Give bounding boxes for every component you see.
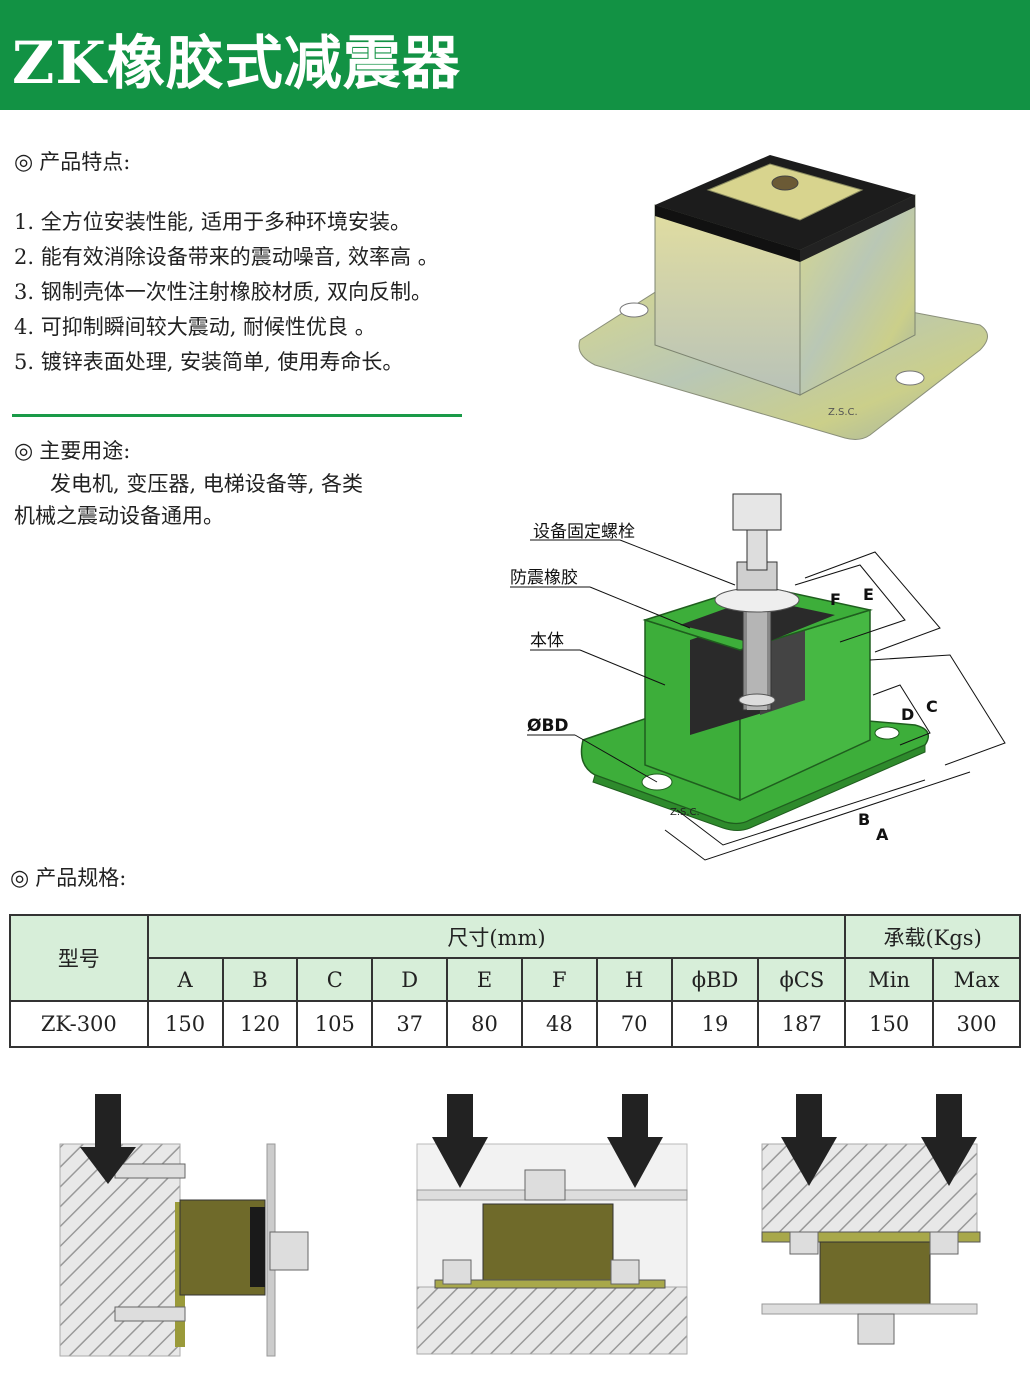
product-photo: Z.S.C. [578,155,988,440]
cell-h: 70 [595,1000,673,1048]
double-circle-icon: ◎ [10,866,30,891]
cell-min: 150 [844,1000,935,1048]
feature-item: 5. 镀锌表面处理, 安装简单, 使用寿命长。 [14,350,404,374]
col-header-b: B [221,957,299,1002]
col-header-f: F [520,957,598,1002]
spec-table: 型号 尺寸(mm) 承载(Kgs) A B C D E F H ϕBD ϕCS … [9,914,1021,1048]
diagram-engraving: Z.S.C. [670,807,700,818]
cell-max: 300 [932,1000,1021,1048]
model-header: 型号 [9,914,149,1002]
photo-engraving: Z.S.C. [828,407,858,418]
usage-text: 发电机, 变压器, 电梯设备等, 各类 机械之震动设备通用。 [14,468,414,532]
dim-label-d: D [901,705,914,724]
feature-item: 2. 能有效消除设备带来的震动噪音, 效率高 。 [14,245,439,269]
col-header-bd: ϕBD [670,957,760,1002]
cell-d: 37 [371,1000,449,1048]
install-ceiling-illustration [761,1094,981,1345]
usage-heading: ◎主要用途: [14,439,131,464]
col-header-max: Max [932,957,1021,1002]
label-rubber: 防震橡胶 [510,568,578,588]
col-header-cs: ϕCS [757,957,847,1002]
dim-label-e: E [863,585,874,604]
page-header: ZK橡胶式减震器 [0,0,1030,110]
dim-label-f: F [830,590,841,609]
label-bd: ØBD [527,716,569,736]
size-header: 尺寸(mm) [146,914,847,959]
dimension-diagram: 设备固定螺栓 防震橡胶 本体 ØBD E F C D B A Z.S.C. [510,493,1006,861]
install-floor-illustration [416,1094,688,1355]
load-header: 承载(Kgs) [844,914,1021,959]
label-body: 本体 [530,631,564,651]
cell-a: 150 [146,1000,224,1048]
install-wall-illustration [59,1094,309,1357]
table-row: ZK-300 150 120 105 37 80 48 70 19 187 15… [9,1000,1021,1048]
double-circle-icon: ◎ [14,439,34,464]
col-header-a: A [146,957,224,1002]
col-header-h: H [595,957,673,1002]
col-header-d: D [371,957,449,1002]
col-header-min: Min [844,957,935,1002]
specs-heading: ◎产品规格: [10,866,127,891]
col-header-c: C [296,957,374,1002]
cell-c: 105 [296,1000,374,1048]
usage-line: 机械之震动设备通用。 [14,504,224,528]
feature-item: 4. 可抑制瞬间较大震动, 耐候性优良 。 [14,315,376,339]
double-circle-icon: ◎ [14,150,34,175]
cell-bd: 19 [670,1000,760,1048]
usage-line: 发电机, 变压器, 电梯设备等, 各类 [50,472,364,496]
cell-f: 48 [520,1000,598,1048]
feature-item: 3. 钢制壳体一次性注射橡胶材质, 双向反制。 [14,280,433,304]
cell-cs: 187 [757,1000,847,1048]
features-heading: ◎产品特点: [14,150,131,175]
cell-b: 120 [221,1000,299,1048]
feature-item: 1. 全方位安装性能, 适用于多种环境安装。 [14,210,412,234]
label-bolt: 设备固定螺栓 [533,522,635,542]
features-list: 1. 全方位安装性能, 适用于多种环境安装。 2. 能有效消除设备带来的震动噪音… [14,205,439,380]
cell-model: ZK-300 [9,1000,149,1048]
dim-label-b: B [858,810,870,829]
col-header-e: E [446,957,523,1002]
page-title: ZK橡胶式减震器 [12,29,461,97]
dim-label-c: C [926,697,938,716]
cell-e: 80 [446,1000,523,1048]
section-divider [12,414,462,417]
dim-label-a: A [876,825,889,844]
